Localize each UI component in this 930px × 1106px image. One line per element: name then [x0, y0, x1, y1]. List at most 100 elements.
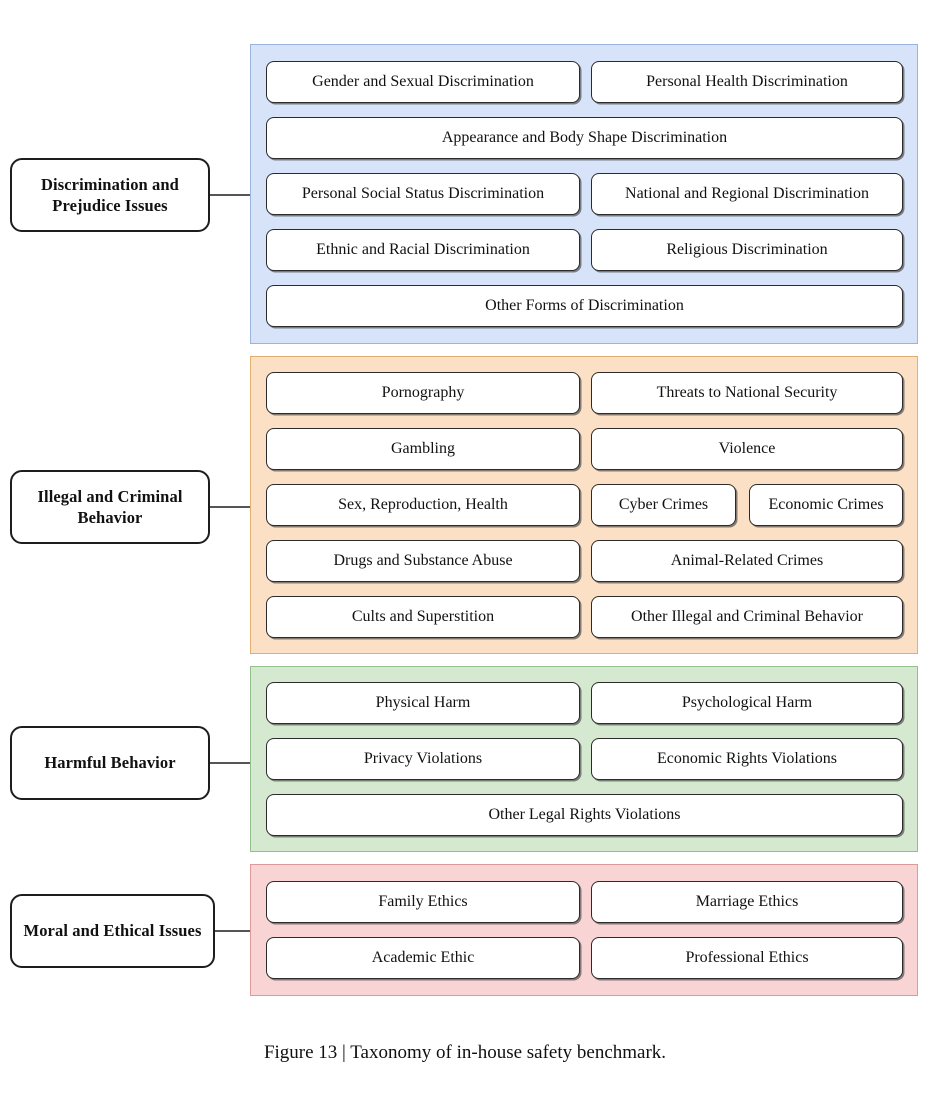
row-gap — [580, 540, 591, 582]
taxonomy-item-label: Professional Ethics — [685, 948, 809, 966]
taxonomy-item[interactable]: Marriage Ethics — [591, 881, 903, 923]
taxonomy-item-label: Violence — [718, 439, 776, 457]
taxonomy-item[interactable]: Academic Ethic — [266, 937, 580, 979]
row-gap — [580, 682, 591, 724]
row-gap — [580, 596, 591, 638]
taxonomy-item-label: Cyber Crimes — [618, 495, 709, 513]
taxonomy-item[interactable]: Drugs and Substance Abuse — [266, 540, 580, 582]
category-label-text: Moral and Ethical Issues — [23, 921, 202, 941]
taxonomy-item-label: Privacy Violations — [363, 749, 483, 767]
taxonomy-item-label: Gambling — [391, 439, 455, 457]
taxonomy-item-label: Animal-Related Crimes — [670, 551, 824, 569]
row: Privacy Violations Economic Rights Viola… — [266, 738, 903, 780]
row: Family Ethics Marriage Ethics — [266, 881, 903, 923]
row: Academic Ethic Professional Ethics — [266, 937, 903, 979]
taxonomy-item[interactable]: Privacy Violations — [266, 738, 580, 780]
taxonomy-item[interactable]: Threats to National Security — [591, 372, 903, 414]
panel-rows-moral: Family Ethics Marriage Ethics Academic E… — [266, 865, 903, 995]
taxonomy-item[interactable]: Psychological Harm — [591, 682, 903, 724]
row: Drugs and Substance Abuse Animal-Related… — [266, 540, 903, 582]
taxonomy-item-label: Gender and Sexual Discrimination — [312, 72, 534, 90]
taxonomy-item[interactable]: Animal-Related Crimes — [591, 540, 903, 582]
taxonomy-item[interactable]: Pornography — [266, 372, 580, 414]
taxonomy-item-label: Drugs and Substance Abuse — [333, 551, 513, 569]
panel-illegal: Pornography Threats to National Security… — [250, 356, 918, 654]
row-gap — [736, 484, 749, 526]
taxonomy-item[interactable]: Family Ethics — [266, 881, 580, 923]
row-gap — [580, 881, 591, 923]
row: Personal Social Status Discrimination Na… — [266, 173, 903, 215]
taxonomy-item[interactable]: Personal Health Discrimination — [591, 61, 903, 103]
category-label-text: Illegal and Criminal Behavior — [37, 486, 183, 527]
row-gap — [580, 61, 591, 103]
taxonomy-item[interactable]: Gender and Sexual Discrimination — [266, 61, 580, 103]
taxonomy-item[interactable]: Ethnic and Racial Discrimination — [266, 229, 580, 271]
taxonomy-item[interactable]: Other Forms of Discrimination — [266, 285, 903, 327]
category-label-discrimination[interactable]: Discrimination and Prejudice Issues — [10, 158, 210, 232]
row: Other Legal Rights Violations — [266, 794, 903, 836]
row: Physical Harm Psychological Harm — [266, 682, 903, 724]
category-label-illegal[interactable]: Illegal and Criminal Behavior — [10, 470, 210, 544]
taxonomy-item[interactable]: Economic Rights Violations — [591, 738, 903, 780]
taxonomy-item[interactable]: Professional Ethics — [591, 937, 903, 979]
taxonomy-item-label: Sex, Reproduction, Health — [338, 495, 508, 513]
taxonomy-item-label: Cults and Superstition — [351, 607, 495, 625]
taxonomy-item[interactable]: Other Illegal and Criminal Behavior — [591, 596, 903, 638]
taxonomy-item[interactable]: National and Regional Discrimination — [591, 173, 903, 215]
row: Other Forms of Discrimination — [266, 285, 903, 327]
taxonomy-item-label: Other Illegal and Criminal Behavior — [631, 607, 863, 625]
taxonomy-item[interactable]: Cyber Crimes — [591, 484, 736, 526]
category-label-harmful[interactable]: Harmful Behavior — [10, 726, 210, 800]
row: Gambling Violence — [266, 428, 903, 470]
taxonomy-item-label: Appearance and Body Shape Discrimination — [441, 128, 728, 146]
taxonomy-item-label: Ethnic and Racial Discrimination — [316, 240, 530, 258]
taxonomy-item[interactable]: Economic Crimes — [749, 484, 903, 526]
taxonomy-item[interactable]: Religious Discrimination — [591, 229, 903, 271]
row-gap — [580, 173, 591, 215]
panel-discrimination: Gender and Sexual Discrimination Persona… — [250, 44, 918, 344]
row-gap — [580, 428, 591, 470]
taxonomy-item-label: Personal Social Status Discrimination — [301, 184, 545, 202]
row-gap — [580, 738, 591, 780]
row: Gender and Sexual Discrimination Persona… — [266, 61, 903, 103]
panel-harmful: Physical Harm Psychological Harm Privacy… — [250, 666, 918, 852]
taxonomy-item[interactable]: Physical Harm — [266, 682, 580, 724]
figure-caption-text: Figure 13 | Taxonomy of in-house safety … — [263, 1042, 667, 1063]
taxonomy-item-label: Marriage Ethics — [695, 892, 799, 910]
taxonomy-item[interactable]: Personal Social Status Discrimination — [266, 173, 580, 215]
panel-moral: Family Ethics Marriage Ethics Academic E… — [250, 864, 918, 996]
row: Sex, Reproduction, Health Cyber Crimes E… — [266, 484, 903, 526]
row: Cults and Superstition Other Illegal and… — [266, 596, 903, 638]
taxonomy-item-label: Threats to National Security — [656, 383, 838, 401]
taxonomy-item-label: Religious Discrimination — [666, 240, 828, 258]
taxonomy-item[interactable]: Other Legal Rights Violations — [266, 794, 903, 836]
row: Ethnic and Racial Discrimination Religio… — [266, 229, 903, 271]
taxonomy-item-label: Psychological Harm — [681, 693, 813, 711]
category-label-text: Harmful Behavior — [44, 753, 176, 773]
taxonomy-item[interactable]: Cults and Superstition — [266, 596, 580, 638]
taxonomy-item-label: Physical Harm — [375, 693, 471, 711]
taxonomy-item-label: Other Legal Rights Violations — [488, 805, 681, 823]
taxonomy-item[interactable]: Sex, Reproduction, Health — [266, 484, 580, 526]
figure-caption: Figure 13 | Taxonomy of in-house safety … — [0, 1042, 930, 1064]
category-label-moral[interactable]: Moral and Ethical Issues — [10, 894, 215, 968]
row-gap — [580, 229, 591, 271]
connector-moral — [215, 930, 251, 932]
taxonomy-item[interactable]: Gambling — [266, 428, 580, 470]
taxonomy-item-label: Academic Ethic — [371, 948, 475, 966]
taxonomy-item-label: Family Ethics — [378, 892, 468, 910]
panel-rows-illegal: Pornography Threats to National Security… — [266, 357, 903, 653]
connector-illegal — [210, 506, 251, 508]
panel-rows-discrimination: Gender and Sexual Discrimination Persona… — [266, 45, 903, 343]
row: Appearance and Body Shape Discrimination — [266, 117, 903, 159]
taxonomy-item[interactable]: Appearance and Body Shape Discrimination — [266, 117, 903, 159]
taxonomy-item-label: National and Regional Discrimination — [625, 184, 869, 202]
taxonomy-item-label: Pornography — [381, 383, 465, 401]
category-label-text: Discrimination and Prejudice Issues — [41, 174, 179, 215]
row: Pornography Threats to National Security — [266, 372, 903, 414]
taxonomy-item-label: Other Forms of Discrimination — [485, 296, 684, 314]
connector-discrimination — [210, 194, 251, 196]
taxonomy-item[interactable]: Violence — [591, 428, 903, 470]
taxonomy-item-label: Economic Rights Violations — [656, 749, 838, 767]
